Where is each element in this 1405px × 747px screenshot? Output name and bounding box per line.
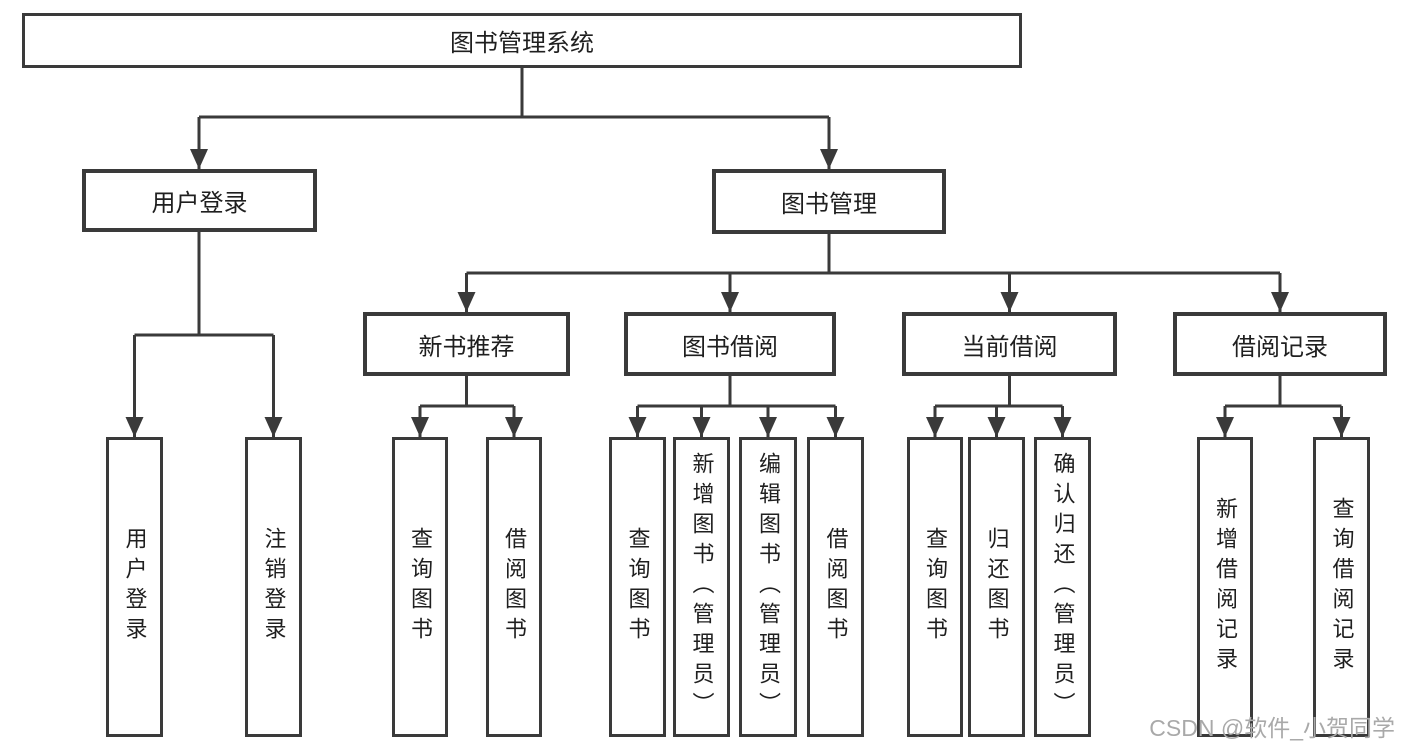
node-label: 图书管理 [781,191,877,218]
leaf-label: 注销登录 [261,527,287,647]
connector-line [134,68,1342,408]
leaf-label: 归还图书 [984,527,1010,647]
csdn-watermark: CSDN @软件_小贺同学 [1149,715,1395,741]
leaf-user-login: 用户登录 [106,437,163,737]
leaf-label: 查询图书 [625,527,651,647]
leaf-label: 查询图书 [408,527,433,647]
node-label: 用户登录 [151,190,248,217]
node-new-book-recommendation: 新书推荐 [363,312,570,376]
leaf-query-books: 查询图书 [907,437,963,737]
leaf-label: 查询图书 [923,527,948,647]
leaf-label: 借阅图书 [823,527,849,647]
node-current-borrowing: 当前借阅 [902,312,1117,376]
node-label: 借阅记录 [1232,333,1328,361]
leaf-label: 查询借阅记录 [1329,497,1355,677]
leaf-label: 借阅图书 [502,527,527,647]
leaf-query-books: 查询图书 [609,437,666,737]
node-book-borrowing: 图书借阅 [624,312,836,376]
leaf-label: 新增图书（管理员） [689,452,715,722]
leaf-label: 新增借阅记录 [1213,497,1238,677]
leaf-query-borrow-record: 查询借阅记录 [1313,437,1370,737]
node-book-management: 图书管理 [712,169,946,234]
node-borrowing-records: 借阅记录 [1173,312,1387,376]
node-label: 新书推荐 [418,333,515,361]
leaf-return-books: 归还图书 [968,437,1025,737]
node-label: 当前借阅 [961,333,1058,361]
leaf-borrow-books: 借阅图书 [486,437,542,737]
node-label: 图书管理系统 [450,30,594,57]
node-label: 图书借阅 [682,333,778,361]
leaf-confirm-return-admin: 确认归还（管理员） [1034,437,1091,737]
node-library-management-system: 图书管理系统 [22,13,1022,68]
leaf-borrow-books: 借阅图书 [807,437,864,737]
leaf-query-books: 查询图书 [392,437,448,737]
leaf-label: 确认归还（管理员） [1050,452,1076,722]
leaf-label: 用户登录 [122,527,148,647]
node-user-login: 用户登录 [82,169,317,232]
leaf-edit-book-admin: 编辑图书（管理员） [739,437,797,737]
leaf-label: 编辑图书（管理员） [756,452,781,722]
leaf-add-borrow-record: 新增借阅记录 [1197,437,1253,737]
leaf-add-book-admin: 新增图书（管理员） [673,437,730,737]
leaf-logout: 注销登录 [245,437,302,737]
